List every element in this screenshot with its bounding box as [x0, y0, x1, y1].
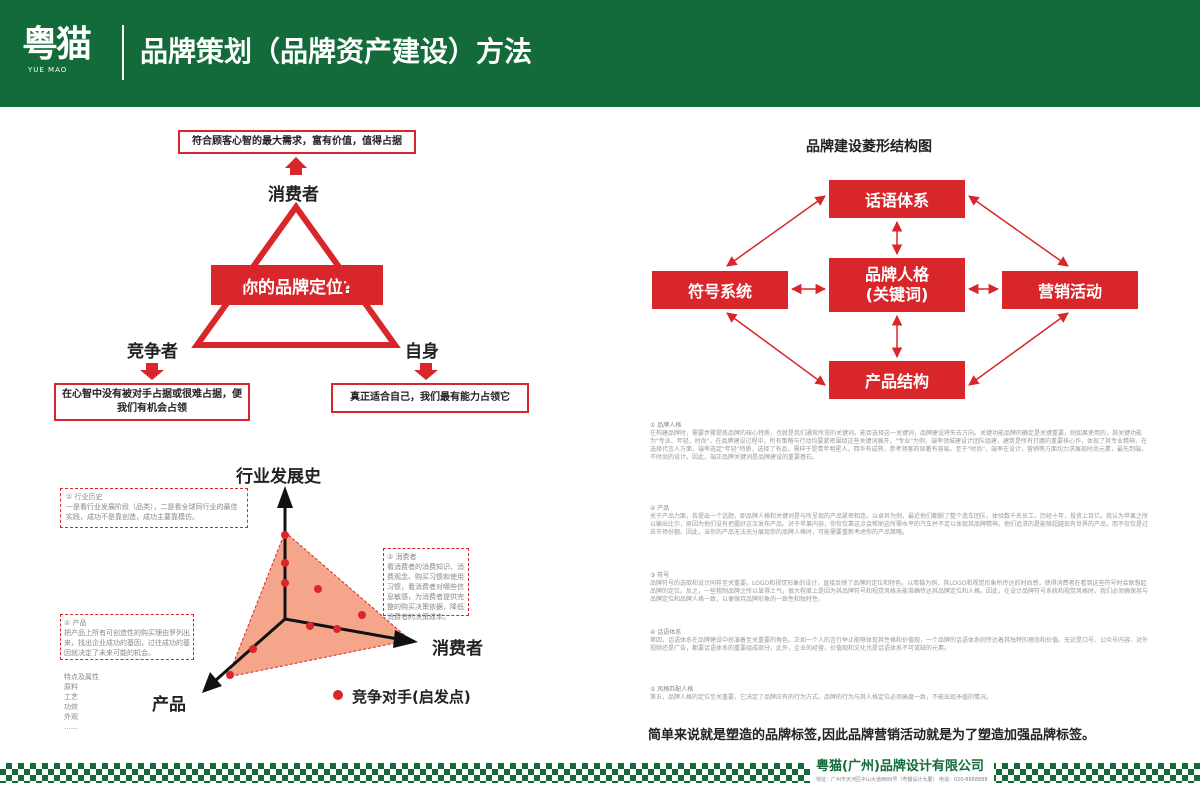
product-structure-box: 产品结构 — [829, 361, 965, 399]
marketing-box: 营销活动 — [1002, 271, 1138, 309]
radar-point — [333, 625, 341, 633]
paragraph-persona: ① 品牌人格 在构建品牌时，需要步骤提炼品牌的核心特质，也就是我们通常所说的关键… — [650, 422, 1150, 462]
brand-persona-line2: (关键词) — [865, 285, 929, 304]
note-product-body: 把产品上所有可创造性的购买理由罗列出来，找出企业成功的基因，过往成功的基因就决定… — [64, 629, 190, 657]
competitor-box: 在心智中没有被对手占据或很难占据，便我们有机会占领 — [54, 383, 250, 421]
axis-arrowhead-icon — [393, 630, 418, 648]
header-bar: 粤猫 YUE MAO 品牌策划（品牌资产建设）方法 — [0, 0, 1200, 107]
paragraph-symbol: ③ 符号 品牌符号的选取和设计同样至关重要。LOGO和视觉形象的设计，直接反映了… — [650, 572, 1150, 604]
radar-point — [358, 611, 366, 619]
note-industry: ① 行业历史 一是看行业发展阶段（品类），二是看全球同行业的最佳实践，成功不是靠… — [66, 492, 244, 522]
list-item: …… — [64, 723, 78, 731]
axis-product: 产品 — [152, 695, 186, 715]
footer-company: 粤猫(广州)品牌设计有限公司 — [816, 759, 984, 774]
self-label: 自身 — [405, 342, 439, 362]
consumer-need-box: 符合顾客心智的最大需求，富有价值，值得占据 — [178, 130, 416, 154]
axis-industry-history: 行业发展史 — [236, 467, 321, 487]
list-item: 工艺 — [64, 693, 78, 701]
arrow-top-right — [968, 195, 1069, 267]
down-arrow-icon — [140, 363, 164, 380]
note-consumer-title: ② 消费者 — [387, 553, 417, 561]
list-item: 功效 — [64, 703, 78, 711]
list-item: 原料 — [64, 683, 78, 691]
radar-point — [249, 645, 257, 653]
note-product-title: ② 产品 — [64, 619, 87, 627]
note-consumer: ② 消费者 看消费者的消费知识、消费观念、购买习惯和使用习惯，看消费者对哪些信息… — [387, 552, 467, 622]
arrow-top-left — [726, 195, 826, 267]
axis-arrowhead-icon — [202, 672, 222, 693]
logo-subtext: YUE MAO — [28, 66, 68, 74]
note-product: ② 产品 把产品上所有可创造性的购买理由罗列出来，找出企业成功的基因，过往成功的… — [64, 618, 192, 658]
radar-point — [314, 585, 322, 593]
symbol-system-box: 符号系统 — [652, 271, 788, 309]
competitor-points — [226, 531, 366, 679]
discourse-system-box: 话语体系 — [829, 180, 965, 218]
summary-line: 简单来说就是塑造的品牌标签,因此品牌营销活动就是为了塑造加强品牌标签。 — [648, 728, 1095, 743]
down-arrow-icon — [414, 363, 438, 380]
legend-dot-icon — [333, 690, 343, 700]
paragraph-heading: ⑤ 风格匹配人格 — [650, 686, 694, 693]
consumer-label: 消费者 — [268, 185, 319, 205]
note-product-frame — [60, 614, 194, 660]
paragraph-discourse: ④ 话语体系 第四，话语体系在品牌建设中扮演着至关重要的角色。正如一个人的言行举… — [650, 629, 1150, 653]
positioning-triangle — [191, 201, 401, 348]
competitor-label: 竞争者 — [127, 342, 178, 362]
paragraph-body: 品牌符号的选取和设计同样至关重要。LOGO和视觉形象的设计，直接反映了品牌的定位… — [650, 580, 1149, 603]
paragraph-body: 第四，话语体系在品牌建设中扮演着至关重要的角色。正如一个人的言行举止能够体现其性… — [650, 637, 1149, 652]
radar-area — [227, 531, 412, 678]
note-consumer-body: 看消费者的消费知识、消费观念、购买习惯和使用习惯，看消费者对哪些信息敏感，为消费… — [387, 563, 464, 621]
radar-point — [306, 622, 314, 630]
axis-consumer: 消费者 — [432, 639, 483, 659]
diamond-title: 品牌建设菱形结构图 — [806, 139, 932, 155]
page-title: 品牌策划（品牌资产建设）方法 — [140, 35, 533, 68]
paragraph-body: 关于产品力面，我提出一个话题，即品牌人格和关键词是与所呈现的产品紧密相连。以卓异… — [650, 513, 1149, 536]
paragraph-heading: ① 品牌人格 — [650, 422, 682, 429]
paragraph-style: ⑤ 风格匹配人格 第五，品牌人格的定位至关重要，它决定了品牌应有的行为方式。品牌… — [650, 686, 1150, 702]
note-consumer-frame — [383, 548, 469, 616]
logo-glyph: 粤猫 — [22, 24, 92, 65]
note-industry-title: ① 行业历史 — [66, 493, 103, 501]
brand-persona-line1: 品牌人格 — [864, 265, 929, 284]
self-box: 真正适合自己，我们最有能力占领它 — [331, 383, 529, 413]
arrow-bottom-right — [968, 312, 1069, 386]
header-divider — [122, 25, 124, 80]
axis-arrowhead-icon — [277, 486, 293, 508]
radar-point — [281, 559, 289, 567]
footer-address: 地址：广州市天河区中山大道西89号（粤猫设计大厦） 电话：020-8888888 — [816, 777, 988, 783]
radar-point — [281, 531, 289, 539]
arrow-bottom-left — [726, 312, 826, 386]
note-industry-body: 一是看行业发展阶段（品类），二是看全球同行业的最佳实践，成功不是靠创造，成功主要… — [66, 503, 238, 521]
brand-logo: 粤猫 YUE MAO — [22, 22, 114, 82]
footer-checker-band — [0, 763, 1200, 783]
paragraph-heading: ③ 符号 — [650, 572, 670, 579]
note-industry-frame — [60, 488, 248, 528]
paragraph-body: 第五，品牌人格的定位至关重要，它决定了品牌应有的行为方式。品牌的行为与其人格定位… — [650, 694, 993, 701]
note-product-list: 特点及属性 原料 工艺 功效 外观 …… — [64, 672, 144, 732]
paragraph-product: ② 产品 关于产品力面，我提出一个话题，即品牌人格和关键词是与所呈现的产品紧密相… — [650, 505, 1150, 537]
radar-axis-right — [284, 617, 399, 641]
brand-persona-box: 品牌人格 (关键词) — [829, 258, 965, 312]
list-item: 特点及属性 — [64, 673, 99, 681]
paragraph-heading: ④ 话语体系 — [650, 629, 682, 636]
radar-point — [226, 671, 234, 679]
up-arrow-icon — [285, 157, 307, 175]
paragraph-heading: ② 产品 — [650, 505, 670, 512]
footer-label: 粤猫(广州)品牌设计有限公司 地址：广州市天河区中山大道西89号（粤猫设计大厦）… — [810, 758, 994, 788]
competitor-legend: 竞争对手(启发点) — [352, 688, 471, 706]
list-item: 外观 — [64, 713, 78, 721]
radar-point — [281, 579, 289, 587]
paragraph-body: 在构建品牌时，需要步骤提炼品牌的核心特质，也就是我们通常所说的关键词。能否选择这… — [650, 430, 1148, 461]
